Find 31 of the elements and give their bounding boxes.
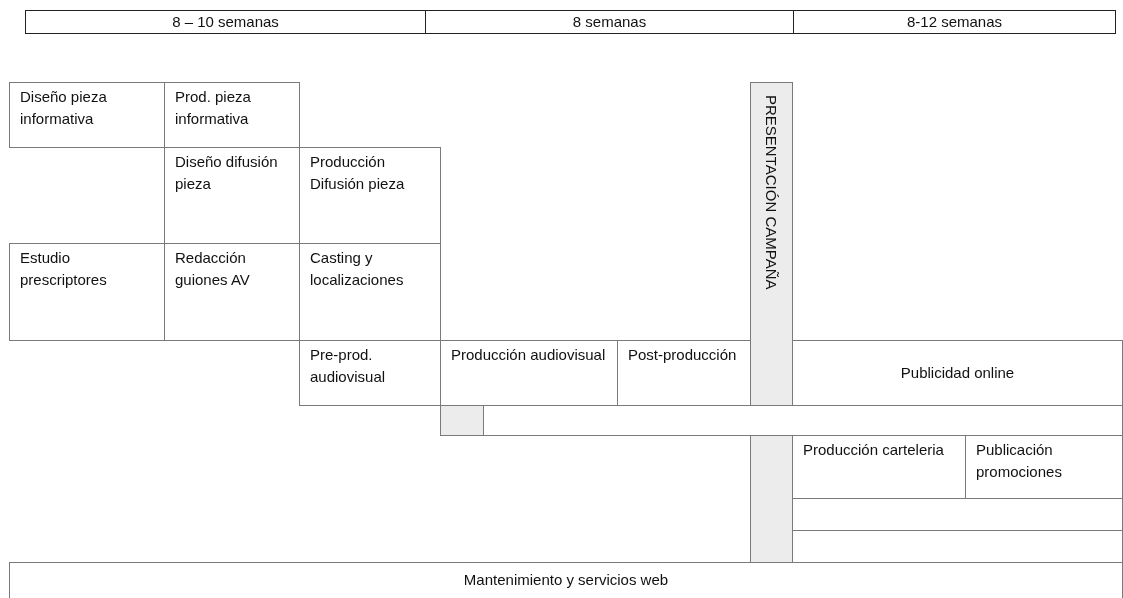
task-label: Diseño pieza informativa [20,87,108,129]
period-header [793,10,1116,34]
task-box [299,147,441,244]
task-label: Estudio prescriptores [20,248,108,290]
task-label: Producción audiovisual [451,345,606,365]
task-label: Diseño difusión pieza [175,152,279,194]
task-box [9,243,165,341]
period-header [25,10,426,34]
shaded-bar [750,435,793,563]
task-label: Prod. pieza informativa [175,87,252,129]
shaded-box [440,405,484,436]
task-box [164,82,300,148]
period-header [425,10,794,34]
task-label: Pre-prod. audiovisual [310,345,387,387]
duration-label: 8 semanas [572,12,647,33]
task-box [9,562,1123,598]
duration-label: 8 – 10 semanas [172,12,279,33]
task-box [9,82,165,148]
task-label: Producción carteleria [803,440,944,460]
task-label: Producción Difusión pieza [310,152,406,194]
milestone-bar [750,82,793,406]
task-box [792,340,1123,406]
task-label: Casting y localizaciones [310,248,405,290]
task-label: Publicidad online [900,363,1015,384]
task-box [299,340,441,406]
duration-label: 8-12 semanas [906,12,1003,33]
task-label: Publicación promociones [976,440,1063,482]
task-label: Mantenimiento y servicios web [463,570,669,590]
task-label: Post-producción [628,345,737,365]
milestone-label: PRESENTACIÓN CAMPAÑA [762,95,782,290]
task-label: Redacción guiones AV [175,248,251,290]
